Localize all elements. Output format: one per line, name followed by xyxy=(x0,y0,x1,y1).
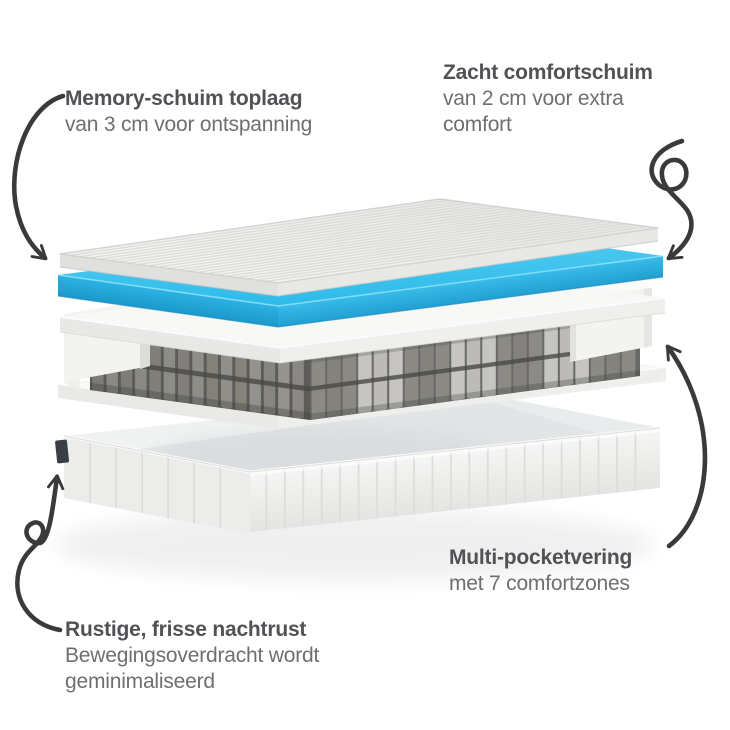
annotation-title: Memory-schuim toplaag xyxy=(65,87,303,110)
annotation-description: Bewegingsoverdracht wordt geminimaliseer… xyxy=(65,644,320,693)
annotation-title: Zacht comfortschuim xyxy=(443,61,653,84)
annotation-comfort-foam: Zacht comfortschuim van 2 cm voor extra … xyxy=(443,60,655,138)
annotation-pocket-springs: Multi-pocketvering met 7 comfortzones xyxy=(449,545,689,597)
annotation-quiet-sleep: Rustige, frisse nachtrust Bewegingsoverd… xyxy=(65,617,340,695)
curved-arrow-top-right xyxy=(649,138,694,261)
annotation-description: met 7 comfortzones xyxy=(449,572,630,595)
annotation-description: van 2 cm voor extra comfort xyxy=(443,87,624,136)
mattress-tag xyxy=(55,439,70,464)
curved-arrow-top-left xyxy=(11,93,66,261)
curved-arrow-bottom-left xyxy=(15,474,65,633)
ground-shadow xyxy=(55,509,655,581)
quilted-top-cover xyxy=(59,198,659,297)
curved-arrow-right xyxy=(665,344,708,549)
annotation-title: Multi-pocketvering xyxy=(449,546,633,569)
annotation-memory-foam: Memory-schuim toplaag van 3 cm voor onts… xyxy=(65,86,375,138)
annotation-description: van 3 cm voor ontspanning xyxy=(65,113,313,136)
annotation-title: Rustige, frisse nachtrust xyxy=(65,618,307,641)
